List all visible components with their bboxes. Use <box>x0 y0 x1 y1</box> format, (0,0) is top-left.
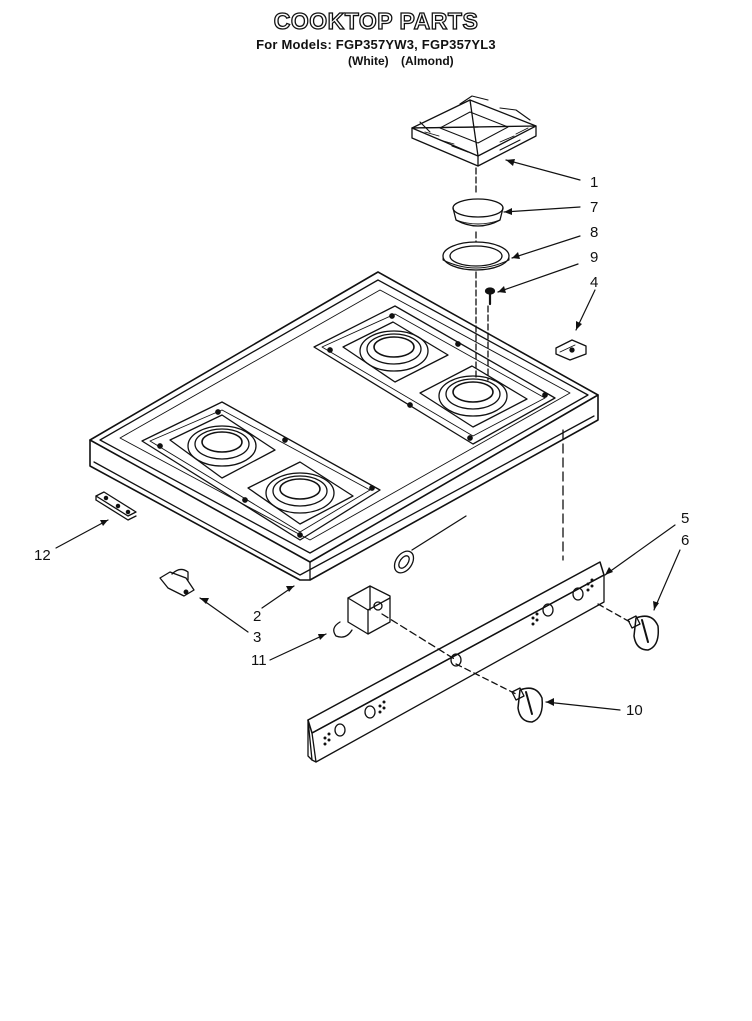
burner-cap <box>452 198 504 227</box>
page-title: COOKTOP PARTS <box>273 7 479 34</box>
control-knob-center <box>455 663 544 723</box>
arrow-heads <box>100 159 659 706</box>
callout-4: 4 <box>590 274 599 291</box>
variant-almond-label: (Almond) <box>401 54 454 68</box>
mounting-strip <box>95 491 137 521</box>
control-knob-right <box>597 603 660 651</box>
screw <box>484 287 496 306</box>
callout-7: 7 <box>590 199 599 216</box>
callout-11: 11 <box>251 652 267 669</box>
bracket <box>555 339 587 361</box>
callout-12: 12 <box>34 547 51 564</box>
left-burner-tray <box>141 401 381 541</box>
control-panel <box>307 561 605 763</box>
variant-white-label: (White) <box>348 54 389 68</box>
callout-6: 6 <box>681 532 690 549</box>
callout-5: 5 <box>681 510 690 527</box>
right-burner-tray <box>313 305 556 445</box>
callout-1: 1 <box>590 174 599 191</box>
callout-9: 9 <box>590 249 599 266</box>
callout-2: 2 <box>253 608 262 625</box>
callout-3: 3 <box>253 629 262 646</box>
grommet <box>393 515 467 574</box>
cooktop-panel <box>89 271 599 581</box>
model-subtitle: For Models: FGP357YW3, FGP357YL3 <box>256 37 496 52</box>
callout-10: 10 <box>626 702 643 719</box>
igniter-switch <box>333 585 457 661</box>
burner-ring <box>442 241 510 271</box>
burner-grate <box>411 95 537 167</box>
clip <box>159 568 195 597</box>
callout-8: 8 <box>590 224 599 241</box>
